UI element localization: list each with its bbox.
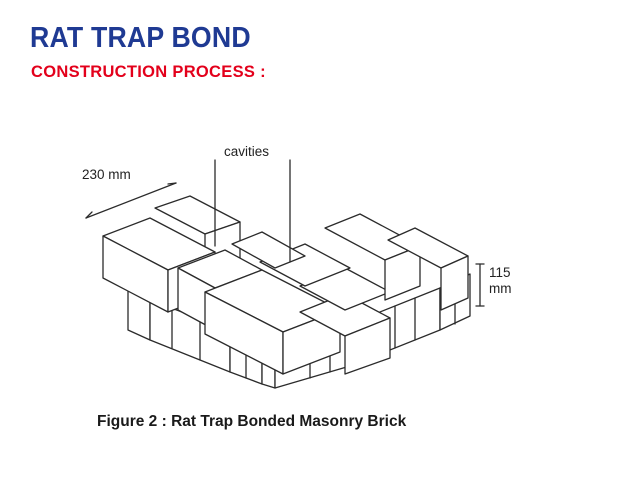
- cavities-label: cavities: [224, 144, 270, 159]
- upper-course: [102, 195, 469, 375]
- dimension-230: [85, 182, 177, 219]
- height-value-label: 115: [489, 265, 511, 280]
- dimension-115-bracket: [475, 263, 485, 307]
- height-unit-label: mm: [489, 281, 512, 296]
- figure-caption: Figure 2 : Rat Trap Bonded Masonry Brick: [97, 413, 407, 430]
- cavity-leaders: [214, 159, 291, 263]
- width-label: 230 mm: [82, 167, 131, 182]
- slide-title: RAT TRAP BOND: [30, 22, 251, 54]
- slide-subtitle: CONSTRUCTION PROCESS :: [31, 63, 266, 81]
